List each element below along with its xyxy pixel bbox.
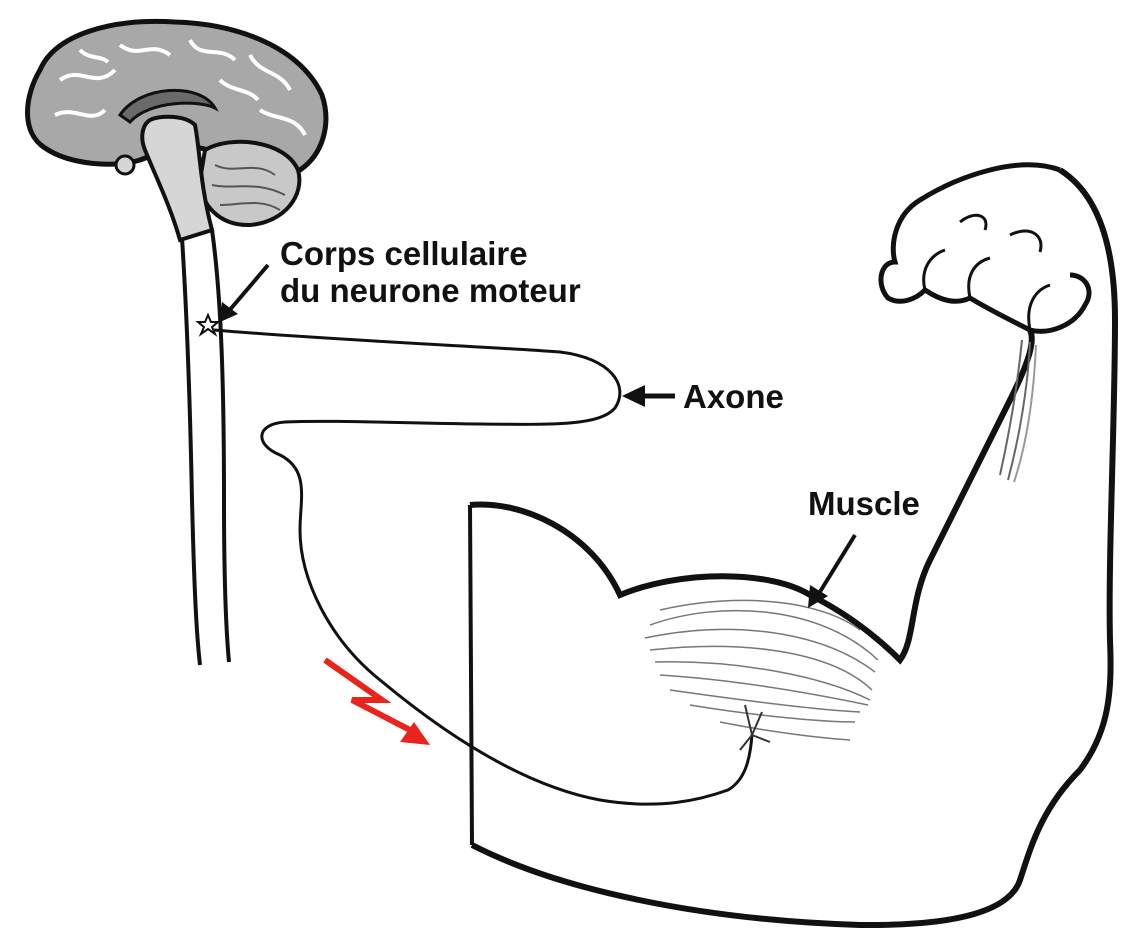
- fist-icon: [881, 165, 1089, 482]
- cell-body-label-line1: Corps cellulaire: [280, 235, 528, 272]
- cell-body-label-line2: du neurone moteur: [280, 272, 581, 309]
- impulse-arrow-icon: [325, 660, 430, 745]
- axon-label: Axone: [683, 378, 784, 415]
- spinal-cord-icon: [182, 230, 229, 665]
- axon-line: [214, 330, 752, 804]
- cell-body-pointer-arrow: [220, 265, 268, 322]
- brain-icon: [28, 21, 326, 240]
- muscle-fibers: [645, 600, 878, 740]
- muscle-pointer-arrow: [808, 535, 855, 608]
- muscle-label: Muscle: [808, 485, 920, 522]
- nerve-ending: [740, 705, 770, 750]
- axon-pointer-arrow: [622, 385, 675, 407]
